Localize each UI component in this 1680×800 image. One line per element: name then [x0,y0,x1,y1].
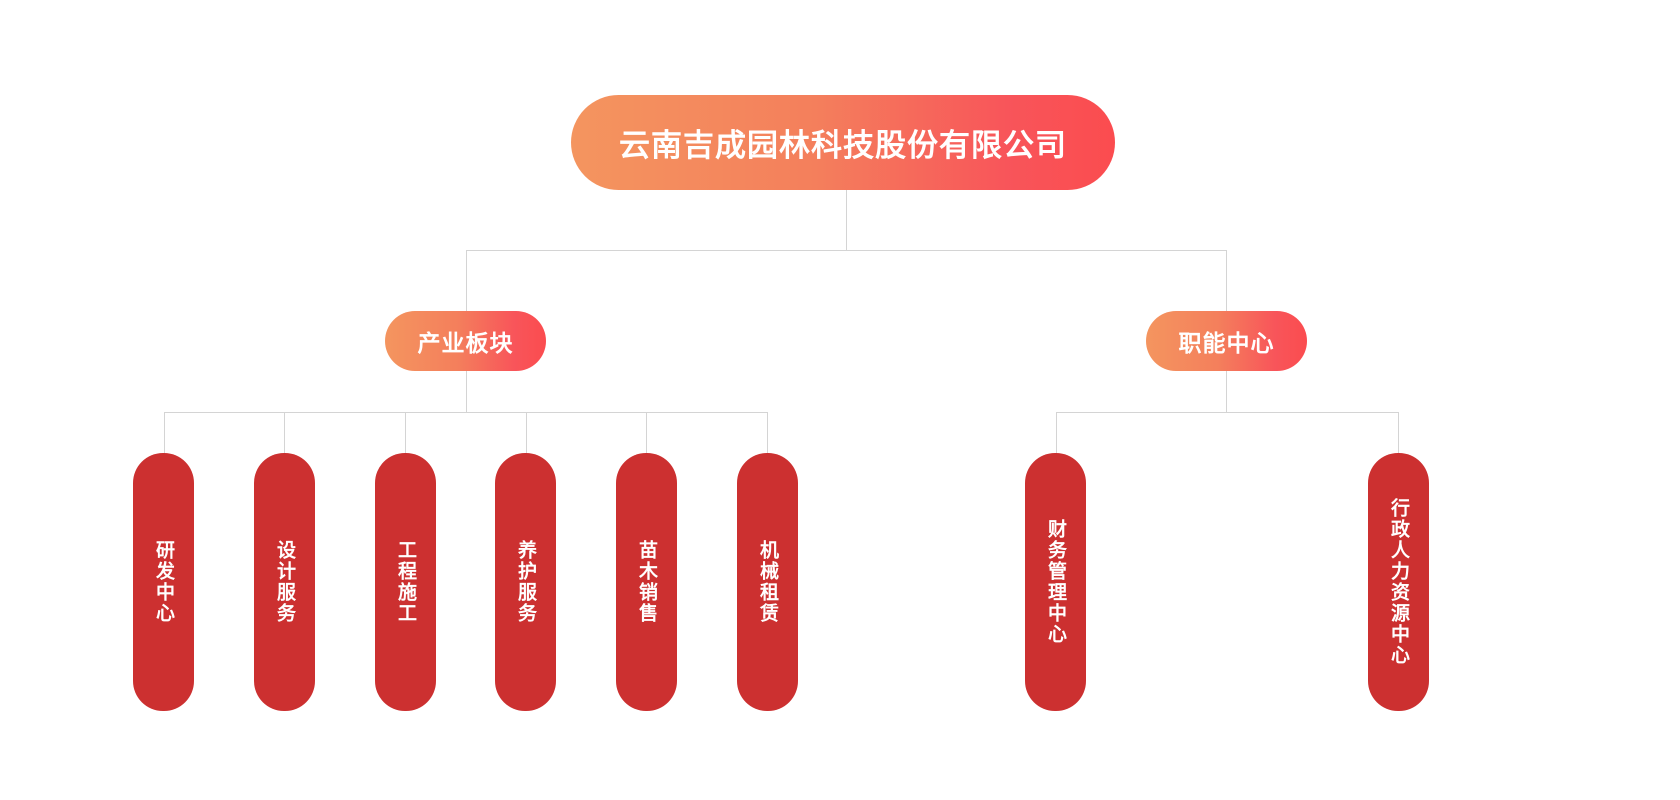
connector-sector-1-up [466,250,467,311]
dept-node-construction: 工程施工 [375,453,436,711]
dept-node-machinery-rental: 机械租赁 [737,453,798,711]
dept-node-finance: 财务管理中心 [1025,453,1086,711]
dept-label: 设计服务 [274,540,296,624]
dept-node-admin-hr: 行政人力资源中心 [1368,453,1429,711]
connector-dept-4 [526,412,527,453]
sector-node-functions: 职能中心 [1146,311,1307,371]
dept-label: 苗木销售 [636,540,658,624]
dept-label: 养护服务 [515,540,537,624]
dept-label: 机械租赁 [757,540,779,624]
dept-node-nursery-sales: 苗木销售 [616,453,677,711]
connector-dept-3 [405,412,406,453]
dept-label: 行政人力资源中心 [1388,498,1410,666]
connector-sector-2-down [1226,371,1227,412]
connector-dept-bar-1 [164,412,768,413]
dept-label: 研发中心 [153,540,175,624]
connector-dept-8 [1398,412,1399,453]
connector-dept-6 [767,412,768,453]
sector-node-industry: 产业板块 [385,311,546,371]
connector-dept-7 [1056,412,1057,453]
connector-root-down [846,190,847,250]
sector-label: 职能中心 [1178,331,1275,357]
dept-node-maintenance: 养护服务 [495,453,556,711]
connector-dept-5 [646,412,647,453]
connector-dept-2 [284,412,285,453]
root-label: 云南吉成园林科技股份有限公司 [619,128,1067,164]
connector-dept-bar-2 [1056,412,1399,413]
connector-sector-2-up [1226,250,1227,311]
connector-dept-1 [164,412,165,453]
dept-label: 财务管理中心 [1045,519,1067,645]
connector-sector-bar [466,250,1227,251]
connector-sector-1-down [466,371,467,412]
dept-node-design: 设计服务 [254,453,315,711]
dept-label: 工程施工 [395,540,417,624]
sector-label: 产业板块 [417,331,514,357]
dept-node-rnd: 研发中心 [133,453,194,711]
root-node: 云南吉成园林科技股份有限公司 [571,95,1115,190]
